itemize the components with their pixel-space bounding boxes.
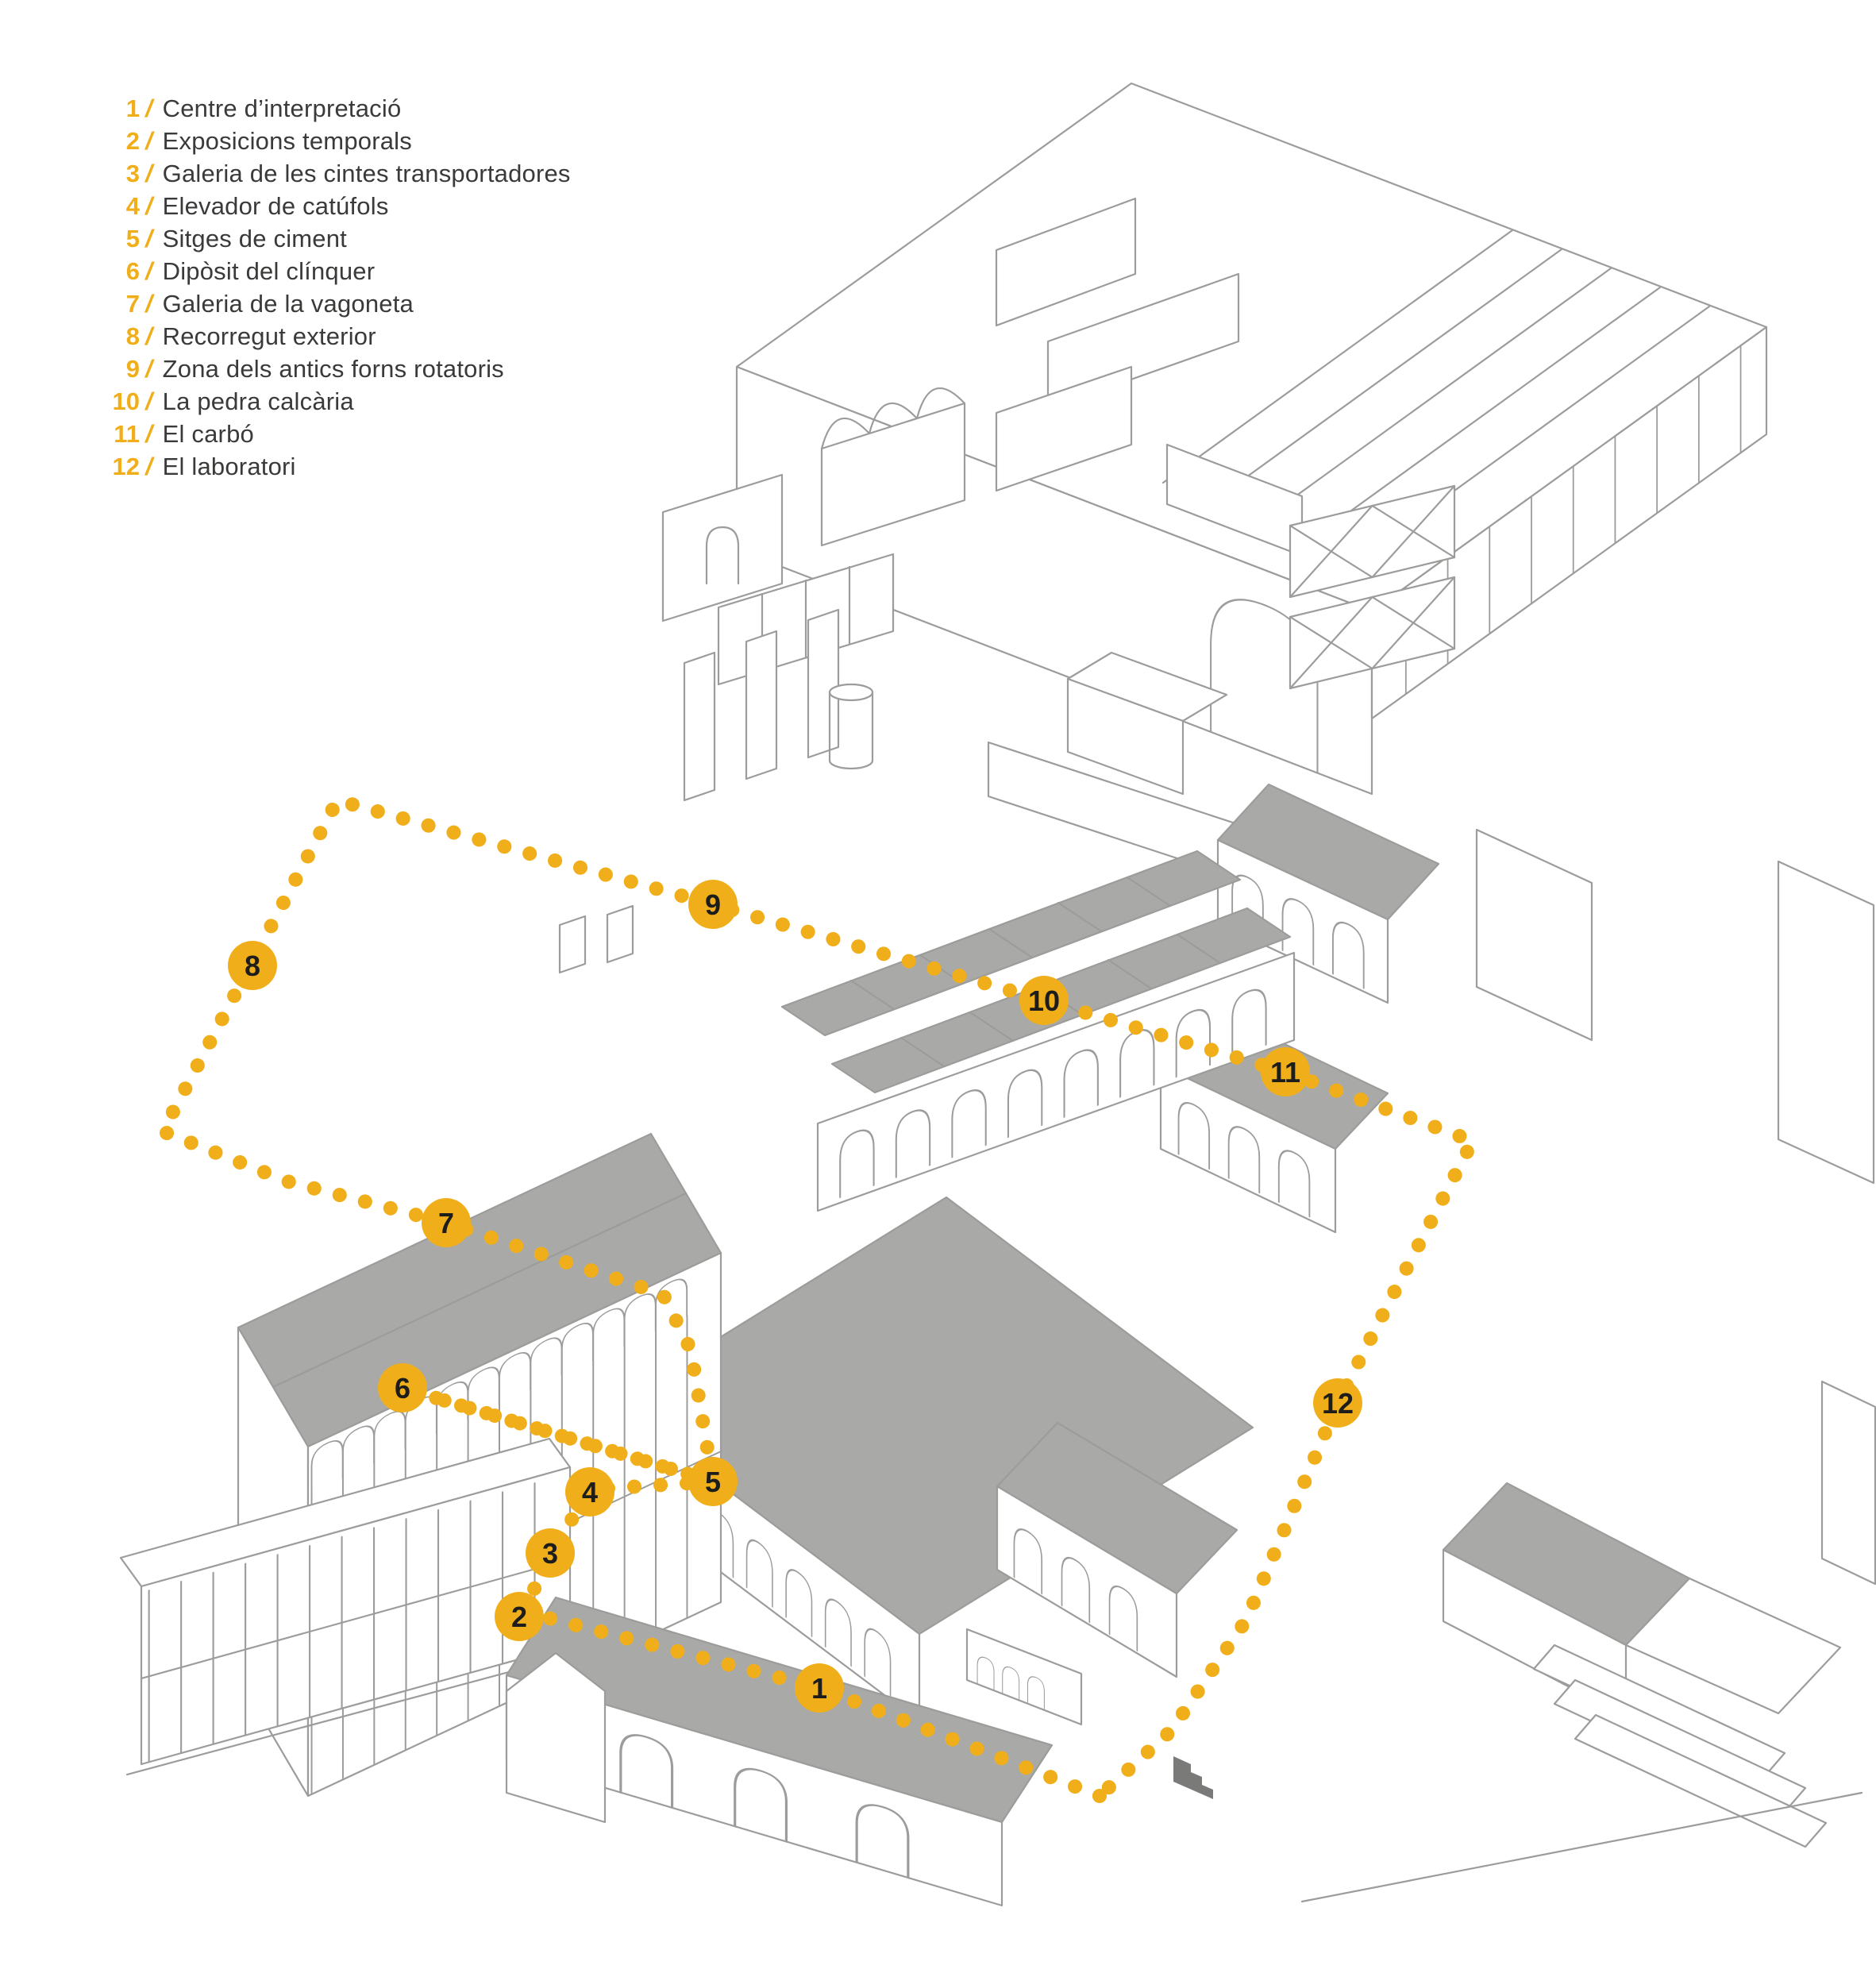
legend-item-label: Zona dels antics forns rotatoris <box>162 355 504 383</box>
legend-item-number: 9 <box>125 355 140 383</box>
tour-route-dotted-path <box>156 793 1480 1803</box>
route-marker-6: 6 <box>378 1363 427 1412</box>
legend-item-label: Centre d’interpretació <box>162 94 402 122</box>
route-marker-5: 5 <box>688 1457 738 1506</box>
central-building <box>611 850 1296 1726</box>
legend-item-number: 5 <box>125 225 140 252</box>
route-marker-number: 10 <box>1028 985 1060 1017</box>
right-blocks-and-steps <box>1300 1482 1863 1903</box>
route-marker-7: 7 <box>422 1198 471 1247</box>
legend-item-number: 1 <box>125 94 140 122</box>
legend-item-number: 6 <box>125 257 140 285</box>
legend-item-label: El laboratori <box>162 453 296 480</box>
route-marker-circle <box>795 1663 844 1713</box>
route-dots <box>156 793 1480 1803</box>
factory-line-drawing <box>119 82 1876 1907</box>
legend-item-label: Elevador de catúfols <box>162 192 389 220</box>
legend-item: 2 / Exposicions temporals <box>73 125 571 157</box>
background-cluster <box>558 365 1304 974</box>
legend: 1 / Centre d’interpretació 2 / Exposicio… <box>73 92 571 483</box>
stairs-glyph <box>1173 1756 1213 1799</box>
route-marker-number: 5 <box>705 1466 721 1498</box>
route-marker-circle <box>1261 1047 1310 1096</box>
legend-item: 4 / Elevador de catúfols <box>73 190 571 222</box>
route-marker-circle <box>228 941 277 990</box>
route-marker-circle <box>688 880 738 929</box>
route-marker-circle <box>495 1592 544 1641</box>
legend-item: 6 / Dipòsit del clínquer <box>73 255 571 287</box>
legend-item-number: 2 <box>125 127 140 155</box>
legend-item-slash: / <box>143 160 156 187</box>
legend-item-label: El carbó <box>162 420 254 448</box>
route-marker-circle <box>1019 976 1069 1025</box>
legend-item-slash: / <box>143 94 156 122</box>
legend-item-slash: / <box>143 420 156 448</box>
route-marker-number: 8 <box>245 950 260 982</box>
legend-item-slash: / <box>143 387 156 415</box>
route-marker-circle <box>526 1528 575 1578</box>
legend-item-slash: / <box>143 225 156 252</box>
legend-item-label: Galeria de la vagoneta <box>162 290 414 318</box>
legend-item-number: 12 <box>112 453 140 480</box>
route-marker-circle <box>1313 1378 1362 1428</box>
route-marker-number: 3 <box>542 1537 558 1570</box>
legend-item-number: 8 <box>125 322 140 350</box>
route-marker-3: 3 <box>526 1528 575 1578</box>
legend-item: 9 / Zona dels antics forns rotatoris <box>73 353 571 385</box>
route-marker-number: 11 <box>1270 1056 1300 1089</box>
legend-item-label: Dipòsit del clínquer <box>162 257 376 285</box>
legend-item-label: Exposicions temporals <box>162 127 412 155</box>
route-marker-2: 2 <box>495 1592 544 1641</box>
legend-item-number: 4 <box>125 192 140 220</box>
legend-item: 12 / El laboratori <box>73 450 571 483</box>
legend-item: 10 / La pedra calcària <box>73 385 571 418</box>
legend-item: 1 / Centre d’interpretació <box>73 92 571 125</box>
legend-item-slash: / <box>143 290 156 318</box>
legend-item-label: Recorregut exterior <box>162 322 376 350</box>
legend-item-slash: / <box>143 127 156 155</box>
legend-item-number: 7 <box>125 290 140 318</box>
route-marker-number: 1 <box>811 1672 827 1705</box>
legend-item-label: Sitges de ciment <box>162 225 347 252</box>
route-marker-number: 7 <box>438 1207 454 1239</box>
legend-item-number: 3 <box>125 160 140 187</box>
route-marker-10: 10 <box>1019 976 1069 1025</box>
route-marker-11: 11 <box>1261 1047 1310 1096</box>
bottom-left-shed <box>119 1437 581 1776</box>
route-marker-number: 12 <box>1322 1387 1354 1420</box>
legend-item-slash: / <box>143 453 156 480</box>
route-marker-number: 2 <box>511 1601 527 1633</box>
legend-item-number: 10 <box>112 387 140 415</box>
legend-item-slash: / <box>143 322 156 350</box>
legend-item-label: Galeria de les cintes transportadores <box>162 160 571 187</box>
entrance-building <box>505 1596 1054 1907</box>
legend-item-slash: / <box>143 355 156 383</box>
legend-item: 7 / Galeria de la vagoneta <box>73 287 571 320</box>
route-marker-circle <box>422 1198 471 1247</box>
route-marker-number: 4 <box>582 1476 598 1509</box>
route-marker-circle <box>565 1467 614 1516</box>
legend-item-slash: / <box>143 192 156 220</box>
mid-cluster <box>828 484 1456 881</box>
right-gallery-corridor <box>1159 783 1876 1586</box>
route-marker-number: 9 <box>705 888 721 921</box>
legend-item: 11 / El carbó <box>73 418 571 450</box>
route-marker-circle <box>378 1363 427 1412</box>
route-marker-1: 1 <box>795 1663 844 1713</box>
route-marker-9: 9 <box>688 880 738 929</box>
legend-item: 5 / Sitges de ciment <box>73 222 571 255</box>
legend-item: 3 / Galeria de les cintes transportadore… <box>73 157 571 190</box>
route-marker-12: 12 <box>1313 1378 1362 1428</box>
legend-item: 8 / Recorregut exterior <box>73 320 571 353</box>
route-marker-number: 6 <box>395 1372 410 1405</box>
route-marker-circle <box>688 1457 738 1506</box>
legend-item-label: La pedra calcària <box>162 387 354 415</box>
route-marker-8: 8 <box>228 941 277 990</box>
route-marker-4: 4 <box>565 1467 614 1516</box>
legend-item-slash: / <box>143 257 156 285</box>
legend-item-number: 11 <box>114 420 140 448</box>
